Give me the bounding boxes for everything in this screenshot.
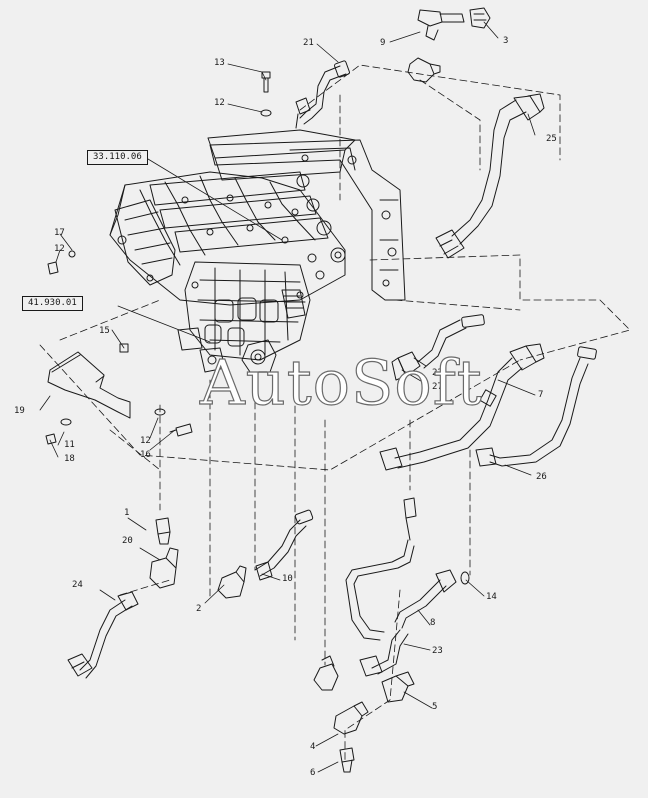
fitting-1 [155,517,171,545]
callout-12-top: 12 [214,98,225,108]
callout-8: 8 [430,618,436,628]
callout-13: 13 [214,58,225,68]
callout-6: 6 [310,768,316,778]
callout-15: 15 [99,326,110,336]
pipe-23 [359,629,409,677]
reference-label-33-110-06[interactable]: 33.110.06 [87,150,148,165]
pipe-26 [475,346,597,467]
pipe-10 [254,509,314,581]
pipe-21 [295,60,350,129]
callout-21: 21 [303,38,314,48]
callout-11: 11 [64,440,75,450]
fitting-17 [47,250,76,275]
elbow-2 [217,565,247,599]
pipe-8 [345,497,470,641]
fitting-5 [381,671,415,703]
nut-3 [469,7,491,29]
nut-18 [45,433,57,445]
control-valve-housing [109,129,406,373]
watermark-text: AutoSoft [199,346,483,419]
pipe-24 [67,591,139,679]
elbow-fitting-lower [313,655,339,691]
callout-19: 19 [14,406,25,416]
callout-9: 9 [380,38,386,48]
callout-20: 20 [122,536,133,546]
assembly-guide-lines [39,64,631,761]
callout-27: 27 [432,382,443,392]
callout-16: 16 [140,450,151,460]
washer-11 [60,418,72,426]
callout-10: 10 [282,574,293,584]
pipe-25 [435,93,545,259]
callout-23: 23 [432,646,443,656]
pipe-7 [379,343,545,471]
washer-12-lower [154,408,166,416]
bolt-16 [169,423,193,437]
callout-4: 4 [310,742,316,752]
o-ring-14 [460,571,470,585]
elbow-20 [149,547,179,589]
reference-label-41-930-01[interactable]: 41.930.01 [22,296,83,311]
callout-17: 17 [54,228,65,238]
callout-14: 14 [486,592,497,602]
callout-25: 25 [546,134,557,144]
callout-22: 22 [432,368,443,378]
callout-1: 1 [124,508,130,518]
callout-12-bottom: 12 [140,436,151,446]
callout-7: 7 [538,390,544,400]
callout-12-left: 12 [54,244,65,254]
washer-12 [260,109,272,117]
elbow-4 [333,701,369,735]
pipe-27 [391,314,485,381]
callout-5: 5 [432,702,438,712]
plug-6 [339,747,355,773]
callout-18: 18 [64,454,75,464]
callout-24: 24 [72,580,83,590]
callout-26: 26 [536,472,547,482]
cover-plate-19 [47,351,131,419]
bolt-13 [261,71,271,93]
callout-3: 3 [503,36,509,46]
fitting-9 [407,9,465,83]
screw-15 [119,343,129,353]
callout-2: 2 [196,604,202,614]
solenoid-coils [204,289,306,347]
